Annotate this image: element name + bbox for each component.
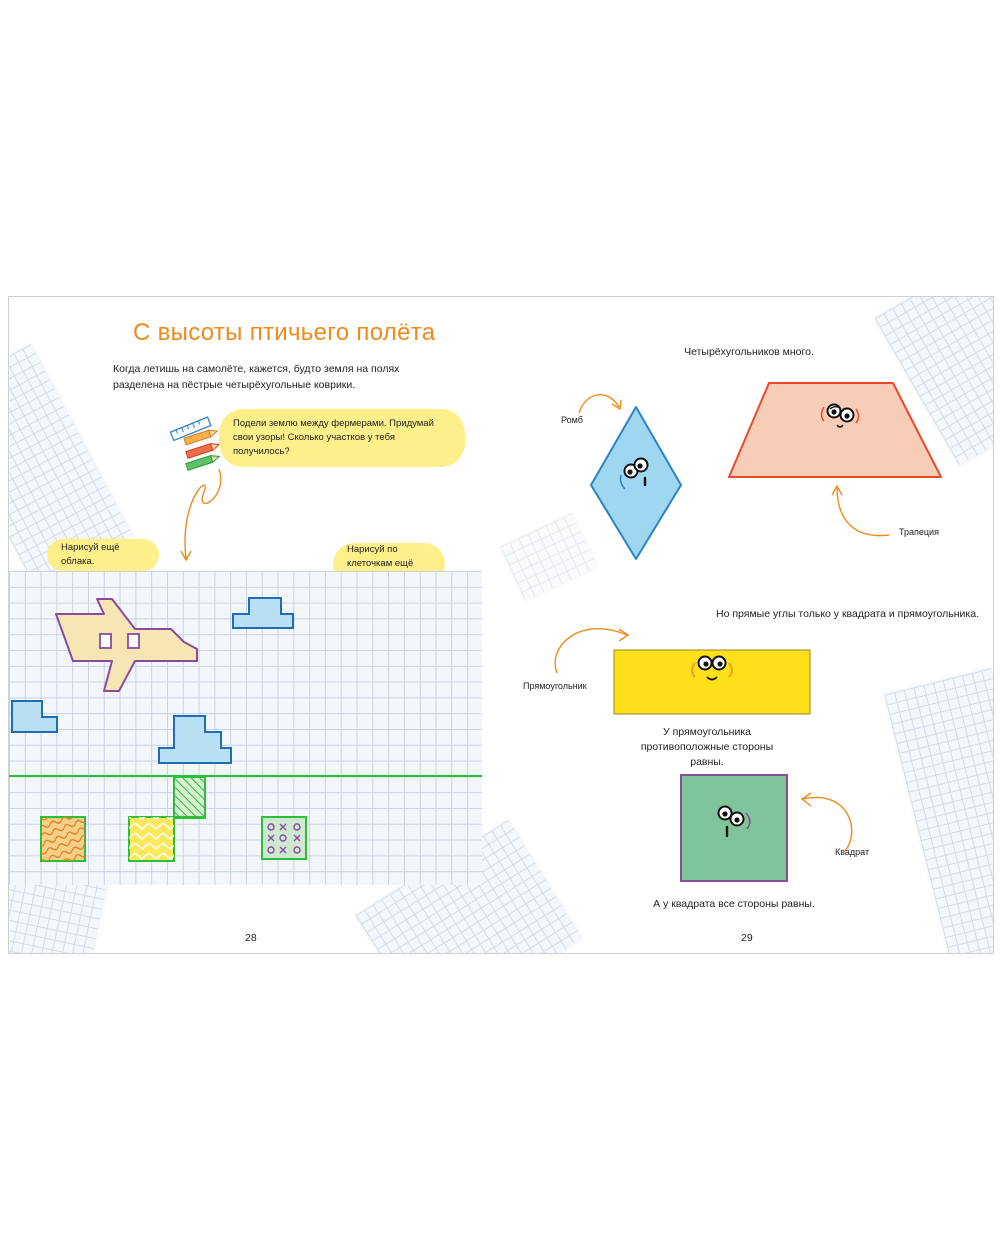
page-title: С высоты птичьего полёта <box>133 319 436 346</box>
right-angles-note: Но прямые углы только у квадрата и прямо… <box>716 608 979 620</box>
arrow-icon <box>554 628 630 674</box>
rhombus-shape <box>590 406 682 560</box>
rectangle-note: У прямоугольника противоположные стороны… <box>640 726 774 768</box>
label-rectangle: Прямоугольник <box>523 681 587 691</box>
face-icon <box>717 805 751 838</box>
task-bubble-text: Подели землю между фермерами. Придумай с… <box>233 418 434 457</box>
ruler-icon <box>169 416 212 442</box>
task-bubble: Подели землю между фермерами. Придумай с… <box>219 409 465 467</box>
intro-text: Когда летишь на самолёте, кажется, будто… <box>113 363 400 391</box>
cloud-shape-left <box>11 700 58 733</box>
label-trapezoid: Трапеция <box>899 527 939 537</box>
clouds-bubble-text: Нарисуй ещё облака. <box>61 542 120 567</box>
airplane-window-2 <box>127 633 140 649</box>
arrow-icon <box>578 393 622 414</box>
cloud-shape-top <box>232 597 294 629</box>
face-icon <box>691 655 733 681</box>
arrow-icon <box>831 484 890 537</box>
arrow-icon <box>180 468 222 562</box>
grid-drawings <box>9 597 482 862</box>
face-icon <box>820 403 860 428</box>
book-spread: С высоты птичьего полёта Когда летишь на… <box>8 296 994 954</box>
square-shape <box>680 774 788 882</box>
face-icon <box>619 457 649 490</box>
paper-sheet-right-mid <box>500 512 598 602</box>
label-square: Квадрат <box>835 847 870 857</box>
label-rhombus: Ромб <box>561 415 583 425</box>
page-number-left: 28 <box>245 932 257 944</box>
arrow-icon <box>800 792 853 852</box>
page-number-right: 29 <box>741 932 753 944</box>
airplane-shape <box>55 598 198 692</box>
rectangle-shape <box>613 649 811 715</box>
pencil-icon <box>183 429 221 471</box>
paper-sheet-right-bottom <box>884 668 993 953</box>
clouds-bubble: Нарисуй ещё облака. <box>47 539 159 571</box>
square-note: А у квадрата все стороны равны. <box>653 898 815 910</box>
cloud-shape-mid <box>158 715 232 764</box>
right-heading: Четырёхугольников много. <box>684 346 814 358</box>
airplane-window-1 <box>99 633 112 649</box>
trapezoid-shape <box>728 382 942 478</box>
